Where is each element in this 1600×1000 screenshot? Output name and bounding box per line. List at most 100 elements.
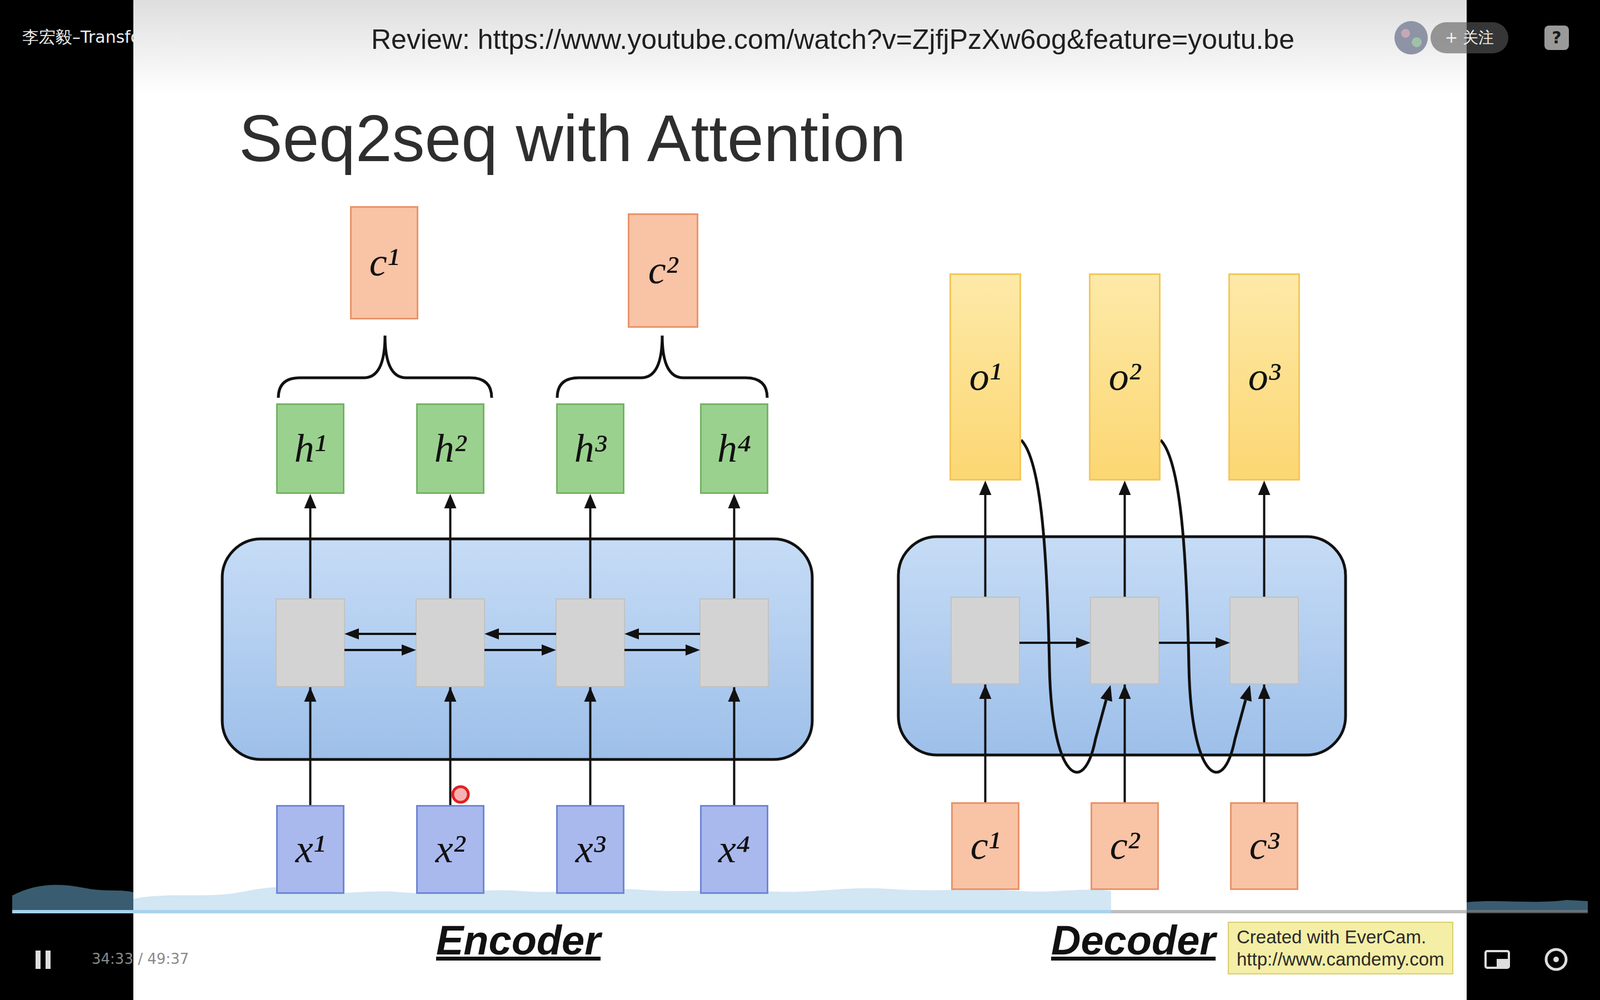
backward-arrow	[357, 632, 417, 635]
context-vector: c³	[1230, 802, 1299, 890]
pip-icon	[1496, 958, 1508, 967]
label-text: Review: https://www.youtube.com/watch?v=…	[371, 24, 1295, 55]
audio-waveform	[12, 885, 134, 913]
context-vector: c¹	[350, 206, 419, 320]
rnn-cell	[416, 598, 485, 687]
arrow-head	[1100, 685, 1113, 702]
arrow-head	[344, 628, 359, 640]
input-vector: x³	[556, 805, 625, 894]
arrow-head	[979, 684, 992, 699]
node-text: o³	[1248, 355, 1281, 399]
label-text: Decoder	[1051, 917, 1216, 963]
settings-icon	[1546, 949, 1567, 970]
avatar	[1411, 37, 1422, 48]
avatar	[1401, 28, 1410, 38]
context-vector: c²	[1090, 802, 1159, 890]
avatar	[1394, 21, 1428, 55]
section-label: Encoder	[436, 917, 601, 963]
node-text: o¹	[969, 355, 1002, 399]
pip-icon	[1485, 951, 1509, 968]
arrow-head	[401, 644, 417, 656]
arrow-head	[1076, 637, 1091, 649]
node-text: x¹	[295, 827, 326, 872]
arrow-head	[1258, 684, 1271, 699]
arrow-head	[584, 493, 597, 509]
feedback-curve	[1160, 440, 1246, 773]
arrow-head	[1118, 480, 1132, 495]
hidden-state: h¹	[276, 403, 345, 494]
arrow-head	[979, 480, 992, 495]
arrow-head	[624, 628, 639, 640]
rnn-cell	[276, 598, 345, 687]
slide-title: Seq2seq with Attention	[238, 101, 907, 177]
node-text: ?	[1551, 29, 1562, 47]
feedback-loop	[1160, 440, 1252, 773]
arrow-head	[484, 628, 499, 640]
section-label: Decoder	[1051, 917, 1216, 963]
help-icon: ?	[1544, 25, 1569, 50]
bidirectional-link	[344, 628, 700, 656]
context-vector: c¹	[951, 802, 1020, 890]
hidden-state: h²	[416, 403, 485, 494]
arrow-head	[1258, 480, 1271, 495]
feedback-curve	[1021, 440, 1107, 773]
backward-arrow	[497, 632, 557, 635]
forward-arrow	[624, 648, 687, 652]
node-text: c¹	[369, 240, 400, 285]
node-text: x⁴	[718, 827, 750, 872]
arrow-head	[1118, 684, 1132, 699]
hidden-state: h⁴	[700, 403, 769, 494]
label-text: 34:33 / 49:37	[91, 951, 189, 968]
arrow-head	[304, 687, 317, 702]
rnn-cell	[951, 597, 1020, 684]
label-text: Encoder	[436, 917, 601, 963]
arrow-head	[1240, 685, 1252, 702]
output-vector: o³	[1228, 273, 1300, 481]
rnn-cell	[700, 598, 769, 687]
review-link: Review: https://www.youtube.com/watch?v=…	[371, 24, 1295, 55]
watermark-box: Created with EverCam.http://www.camdemy.…	[1227, 921, 1454, 975]
settings-icon	[1553, 956, 1559, 963]
video-title: 李宏毅–Transformer	[22, 27, 181, 47]
node-text: c²	[648, 248, 679, 293]
node-text: h⁴	[717, 426, 752, 471]
node-text: h³	[574, 426, 607, 471]
pause-icon	[45, 950, 51, 969]
backward-arrow	[637, 632, 700, 635]
input-vector: x⁴	[700, 805, 769, 894]
rnn-cell	[1090, 597, 1159, 684]
node-text: c²	[1110, 823, 1140, 868]
output-vector: o¹	[949, 273, 1022, 481]
node-text: c¹	[970, 823, 1001, 868]
hidden-state: h³	[556, 403, 625, 494]
node-text: c³	[1249, 823, 1280, 868]
arrow-head	[304, 493, 317, 509]
decoder-recurrence	[1019, 637, 1230, 649]
node-text: x²	[435, 827, 466, 872]
title-text: Seq2seq with Attention	[238, 101, 907, 177]
decoder-block	[898, 536, 1346, 755]
arrow-head	[728, 687, 741, 702]
node-text: x³	[575, 827, 606, 872]
arrow-head	[584, 687, 597, 702]
node-text: h¹	[294, 426, 327, 471]
forward-arrow	[484, 648, 543, 652]
forward-arrow	[344, 648, 403, 652]
arrow-head	[1215, 637, 1230, 649]
arrow-head	[541, 644, 557, 656]
progress-track	[12, 910, 1588, 914]
node-text: o²	[1108, 355, 1142, 399]
curly-brace	[278, 335, 492, 398]
input-vector: x¹	[276, 805, 345, 894]
arrow-head	[728, 493, 741, 509]
progress-played	[12, 910, 1112, 914]
arrow-head	[444, 493, 457, 509]
node-text: Created with EverCam.	[1236, 926, 1427, 949]
context-vector: c²	[627, 213, 699, 328]
curly-brace	[557, 335, 768, 398]
pause-icon	[35, 950, 41, 969]
node-text: + 关注	[1445, 29, 1494, 47]
output-vector: o²	[1088, 273, 1161, 481]
arrow-head	[444, 687, 457, 702]
